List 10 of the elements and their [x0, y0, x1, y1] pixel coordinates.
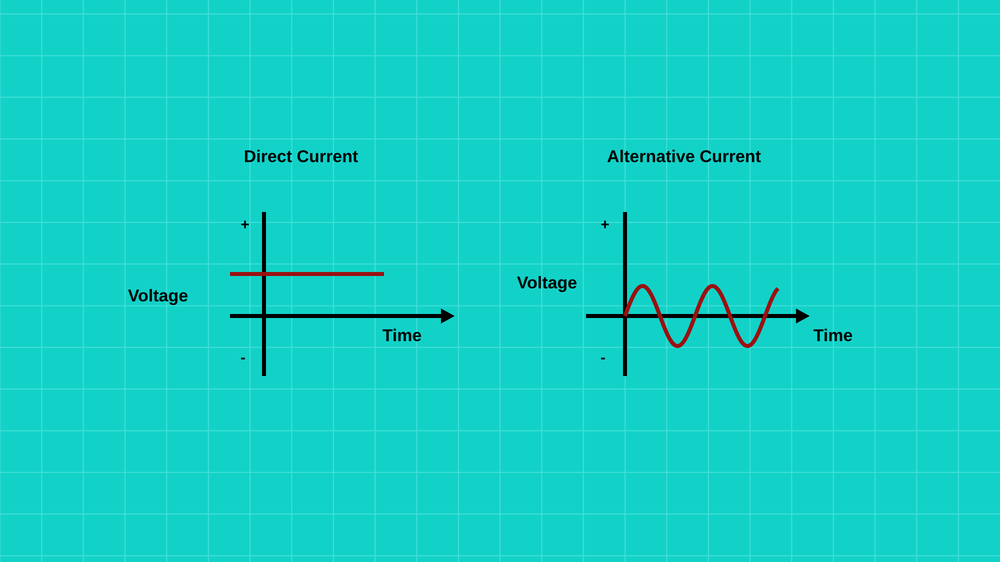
axis-label: Time	[382, 328, 422, 342]
axis-sign: -	[241, 358, 245, 360]
axis-sign: +	[241, 220, 249, 228]
chart-title: Direct Current	[244, 150, 358, 162]
chart-title: Alternative Current	[607, 150, 761, 162]
axis-sign: +	[601, 220, 609, 228]
axis-label: Time	[814, 328, 852, 342]
axis-sign: -	[601, 358, 605, 360]
axis-label: Voltage	[128, 289, 188, 305]
axis-label: Voltage	[517, 276, 576, 292]
